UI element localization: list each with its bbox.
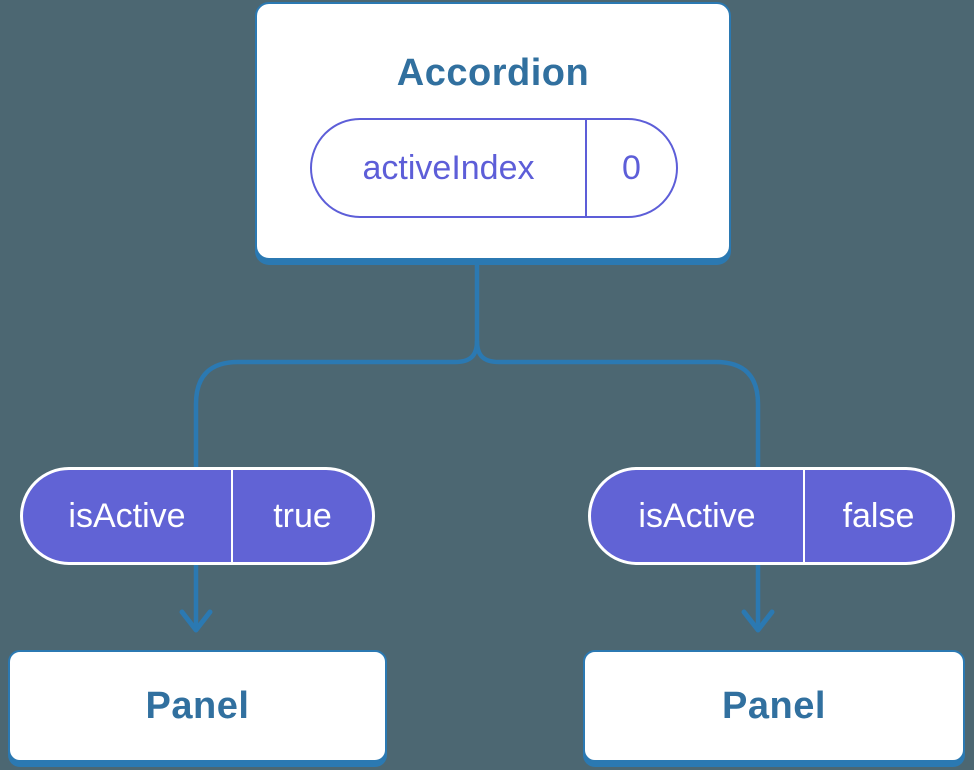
state-value-label: true	[231, 470, 372, 562]
prop-value-label: 0	[585, 120, 676, 216]
panel-node-title: Panel	[722, 684, 826, 727]
panel-node-left: Panel	[8, 650, 387, 762]
is-active-pill-left: isActive true	[20, 467, 375, 565]
prop-name-label: activeIndex	[362, 148, 535, 187]
state-value-label: false	[803, 470, 952, 562]
state-name-label: isActive	[638, 496, 756, 535]
panel-node-title: Panel	[145, 684, 250, 727]
state-name-label: isActive	[68, 496, 186, 535]
panel-node-right: Panel	[583, 650, 965, 762]
active-index-prop-pill: activeIndex 0	[310, 118, 678, 218]
left-arrow-down-icon	[179, 609, 213, 633]
accordion-node-title: Accordion	[396, 52, 590, 94]
is-active-pill-right: isActive false	[588, 467, 955, 565]
right-arrow-down-icon	[741, 609, 775, 633]
accordion-node: Accordion activeIndex 0	[255, 2, 731, 260]
